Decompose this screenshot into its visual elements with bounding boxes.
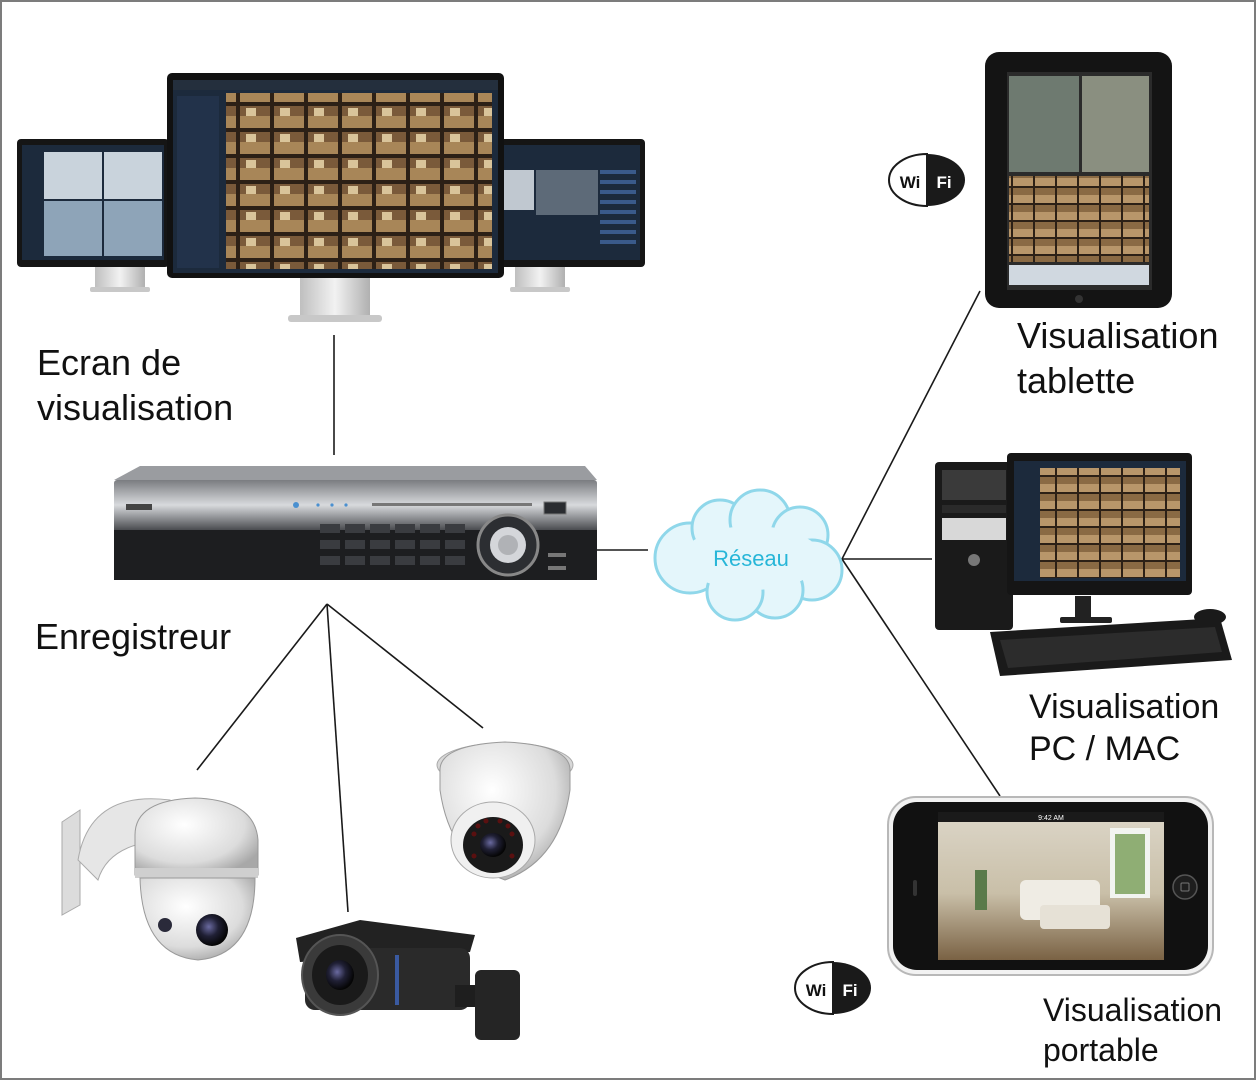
cloud-icon (653, 488, 844, 622)
line-recorder-ptz (196, 603, 328, 771)
tablet-label: Visualisation tablette (1017, 313, 1218, 403)
wifi-icon: Wi Fi (887, 152, 965, 208)
wifi-badge-right: Fi (936, 173, 951, 192)
line-network-phone (841, 558, 1001, 797)
line-recorder-dome (326, 603, 484, 729)
recorder-icon (114, 466, 597, 580)
line-recorder-bullet (326, 603, 349, 913)
tablet-icon (985, 52, 1172, 308)
wifi-badge-left: Wi (900, 173, 921, 192)
phone-label-line2: portable (1043, 1032, 1159, 1068)
monitor-icon (17, 73, 645, 322)
desktop-pc-icon (935, 453, 1232, 676)
pc-label: Visualisation PC / MAC (1029, 686, 1219, 770)
ptz-camera-icon (61, 797, 259, 961)
dome-camera-icon (436, 741, 574, 881)
bullet-camera-icon (296, 920, 520, 1040)
recorder-label: Enregistreur (35, 614, 231, 659)
wifi-badge-right: Fi (842, 981, 857, 1000)
screen-label-line2: visualisation (37, 387, 234, 428)
pc-label-line2: PC / MAC (1029, 730, 1181, 768)
phone-status-time: 9:42 AM (1038, 815, 1064, 822)
smartphone-icon: 9:42 AM (887, 796, 1214, 976)
line-network-tablet (841, 290, 981, 560)
pc-label-line1: Visualisation (1029, 688, 1220, 726)
phone-label: Visualisation portable (1043, 990, 1222, 1070)
tablet-label-line2: tablette (1017, 360, 1136, 401)
wifi-icon: Wi Fi (793, 960, 871, 1016)
wifi-badge-left: Wi (806, 981, 827, 1000)
phone-label-line1: Visualisation (1043, 992, 1223, 1028)
network-label: Réseau (713, 546, 789, 571)
recorder-label-text: Enregistreur (35, 616, 232, 657)
screen-label: Ecran de visualisation (37, 340, 233, 430)
tablet-label-line1: Visualisation (1017, 315, 1219, 356)
connection-lines (196, 290, 1001, 913)
screen-label-line1: Ecran de (37, 342, 182, 383)
